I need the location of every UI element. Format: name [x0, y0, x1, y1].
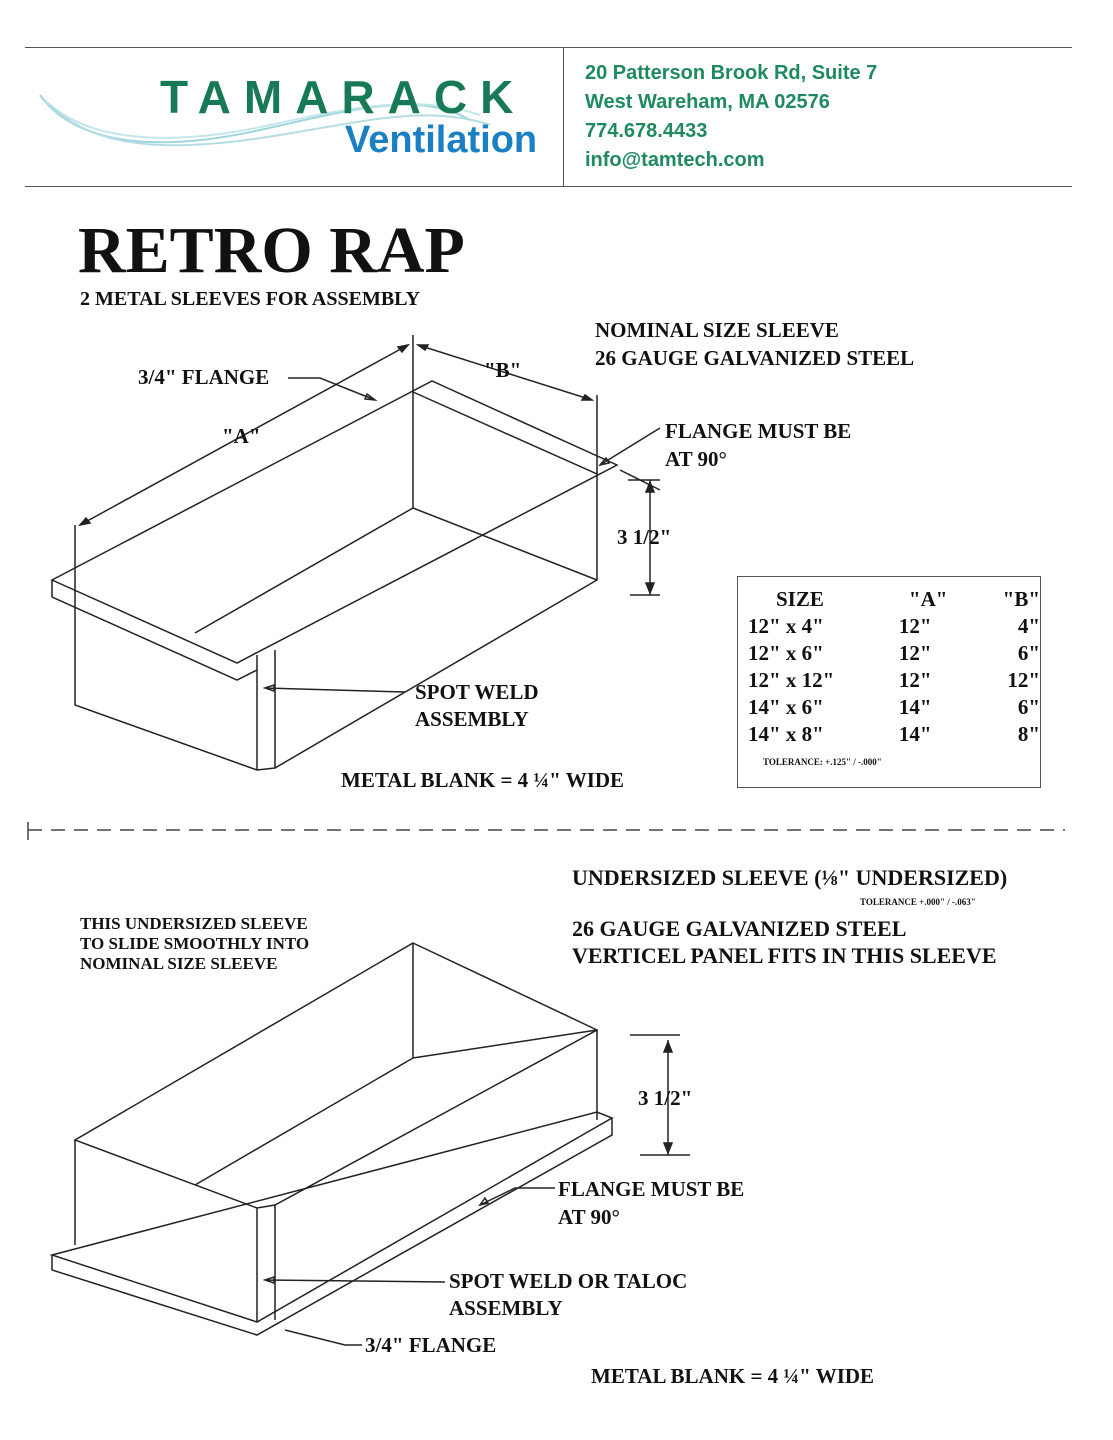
undersized-sleeve-drawing: [49, 942, 690, 1346]
table-cell: 12" x 4": [748, 614, 824, 638]
nominal-heading: NOMINAL SIZE SLEEVE: [595, 318, 839, 342]
table-cell: 12" x 6": [748, 641, 824, 665]
table-cell: 8": [1017, 722, 1040, 746]
undersized-flange-label: 3/4" FLANGE: [365, 1333, 497, 1357]
table-cell: 6": [1017, 695, 1040, 719]
undersized-blank: METAL BLANK = 4 ¼" WIDE: [591, 1364, 875, 1388]
undersized-note-line3: NOMINAL SIZE SLEEVE: [80, 954, 278, 973]
undersized-gauge: 26 GAUGE GALVANIZED STEEL: [572, 916, 907, 941]
table-header: "B": [1002, 587, 1040, 611]
logo-sub: Ventilation: [345, 119, 538, 161]
page-subtitle: 2 METAL SLEEVES FOR ASSEMBLY: [80, 288, 421, 310]
table-row: 12" x 6" 12" 6": [748, 641, 1040, 668]
size-table: SIZE "A" "B" 12" x 4" 12" 4" 12" x 6" 12" 6"…: [737, 576, 1041, 788]
dim-b-label: "B": [484, 358, 522, 382]
table-tolerance: TOLERANCE: +.125" / -.000": [763, 757, 882, 767]
table-row: 12" x 12" 12" 12": [748, 668, 1040, 695]
contact-address-line2: West Wareham, MA 02576: [585, 91, 830, 113]
nominal-weld1: SPOT WELD: [415, 680, 539, 704]
nominal-gauge: 26 GAUGE GALVANIZED STEEL: [595, 346, 915, 370]
nominal-flange-label: 3/4" FLANGE: [138, 365, 270, 389]
table-header: SIZE: [776, 587, 824, 611]
table-cell: 4": [1017, 614, 1040, 638]
undersized-tolerance: TOLERANCE +.000" / -.063": [860, 897, 976, 907]
undersized-panel-note: VERTICEL PANEL FITS IN THIS SLEEVE: [572, 943, 997, 968]
table-cell: 12": [898, 614, 932, 638]
undersized-flange-note1: FLANGE MUST BE: [558, 1177, 745, 1201]
table-cell: 14": [898, 722, 932, 746]
undersized-weld2: ASSEMBLY: [449, 1296, 563, 1320]
table-row: 14" x 6" 14" 6": [748, 695, 1040, 722]
nominal-weld2: ASSEMBLY: [415, 707, 529, 731]
undersized-note-line1: THIS UNDERSIZED SLEEVE: [80, 914, 308, 933]
table-cell: 14" x 8": [748, 722, 824, 746]
undersized-heading: UNDERSIZED SLEEVE (⅛" UNDERSIZED): [572, 865, 1008, 890]
undersized-weld1: SPOT WELD OR TALOC: [449, 1269, 688, 1293]
logo-swoosh: [39, 94, 491, 147]
undersized-note-line2: TO SLIDE SMOOTHLY INTO: [80, 934, 310, 953]
table-cell: 14" x 6": [748, 695, 824, 719]
table-cell: 14": [898, 695, 932, 719]
nominal-flange-note2: AT 90°: [665, 447, 727, 471]
header-top-rule: [25, 47, 1072, 48]
header-bottom-rule: [25, 186, 1072, 187]
undersized-flange-note2: AT 90°: [558, 1205, 620, 1229]
table-row: 14" x 8" 14" 8": [748, 722, 1040, 749]
dim-a-label: "A": [222, 424, 261, 448]
nominal-height: 3 1/2": [617, 525, 672, 549]
table-header: "A": [908, 587, 948, 611]
logo-brand: TAMARACK: [160, 71, 527, 123]
table-header-row: SIZE "A" "B": [748, 587, 1040, 614]
table-cell: 12": [898, 668, 932, 692]
table-row: 12" x 4" 12" 4": [748, 614, 1040, 641]
nominal-sleeve-drawing: [50, 335, 661, 771]
contact-email[interactable]: info@tamtech.com: [585, 149, 765, 171]
table-cell: 12": [898, 641, 932, 665]
table-cell: 6": [1017, 641, 1040, 665]
table-cell: 12" x 12": [748, 668, 835, 692]
contact-phone: 774.678.4433: [585, 120, 708, 142]
header-divider: [563, 47, 564, 187]
nominal-blank: METAL BLANK = 4 ¼" WIDE: [341, 768, 625, 792]
undersized-height: 3 1/2": [638, 1086, 693, 1110]
table-cell: 12": [1007, 668, 1040, 692]
page-title: RETRO RAP: [78, 214, 465, 287]
nominal-flange-note1: FLANGE MUST BE: [665, 419, 852, 443]
contact-address-line1: 20 Patterson Brook Rd, Suite 7: [585, 62, 878, 84]
